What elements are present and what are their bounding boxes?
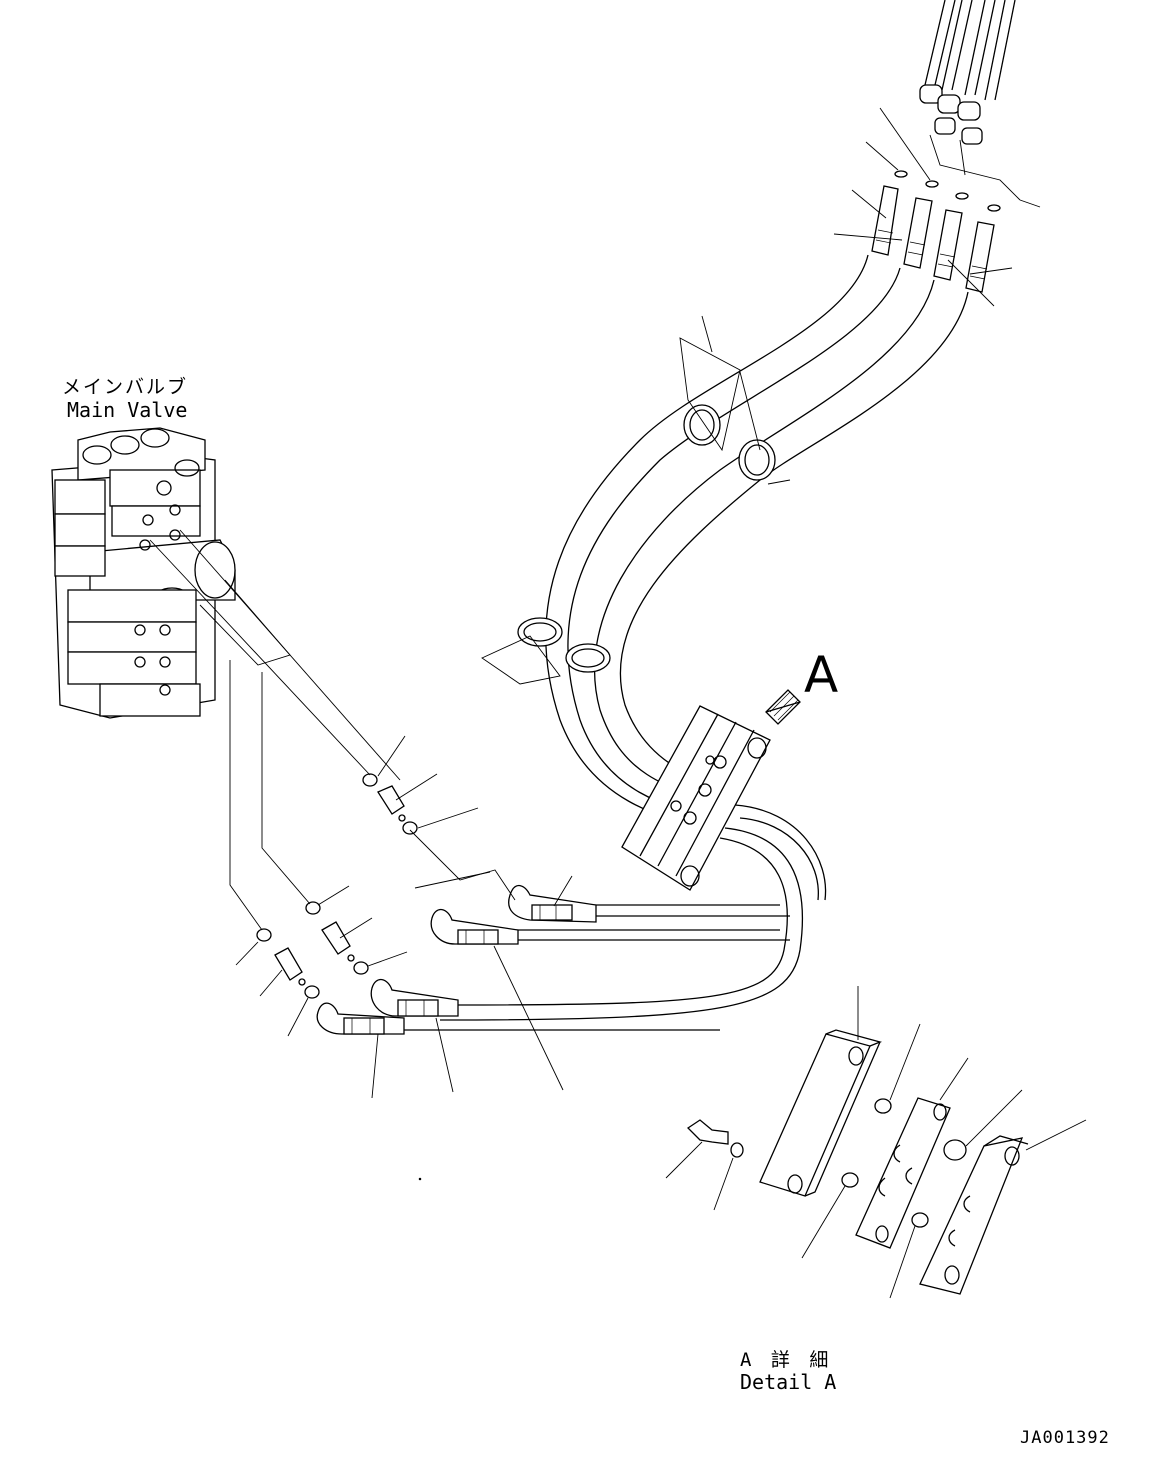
- hose-elbow-fittings: [316, 884, 597, 1035]
- part-leader-lines: [235, 107, 1041, 1099]
- valve-connectors: [256, 773, 418, 999]
- valve-leader-lines: [149, 529, 516, 931]
- detail-a-exploded-view: [665, 986, 1087, 1299]
- main-valve-assembly: [51, 427, 236, 719]
- main-valve-label-jp: メインバルブ: [62, 376, 189, 398]
- lower-hose-loops: [402, 804, 827, 1031]
- detail-label-en: Detail A: [740, 1370, 837, 1394]
- hose-clamps: [481, 337, 776, 685]
- view-letter-a: A: [804, 646, 839, 704]
- detail-label-jp: A 詳 細: [740, 1349, 833, 1371]
- upper-hose-bundle: [919, 0, 1021, 201]
- main-valve-label-en: Main Valve: [67, 398, 188, 422]
- hose-block-clamp: [621, 705, 771, 891]
- drawing-code: JA001392: [1020, 1428, 1110, 1448]
- main-hose-bundle: [545, 254, 969, 831]
- upper-o-rings: [894, 170, 1001, 212]
- view-arrow-a: [765, 689, 801, 725]
